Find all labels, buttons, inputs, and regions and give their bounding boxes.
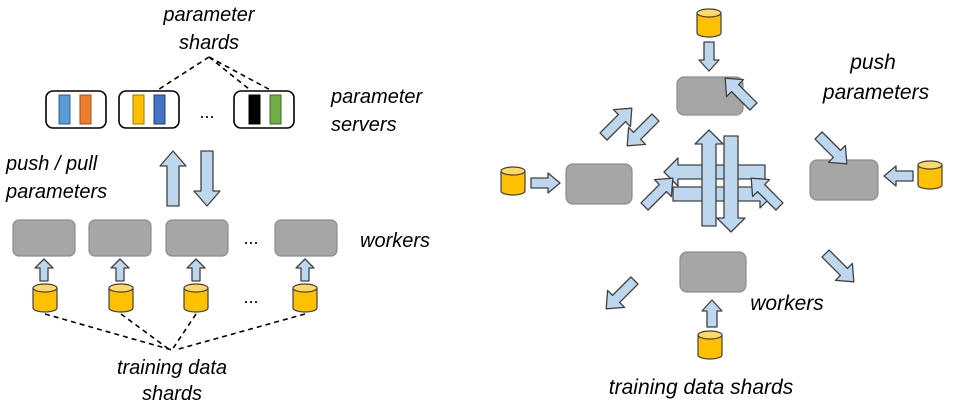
data-link-line — [120, 313, 171, 351]
parameter-shard-block — [248, 94, 261, 125]
data-shard-icon — [500, 166, 526, 196]
worker-node-right — [809, 159, 879, 201]
left-diagram: parameter shards ... parameter servers p… — [5, 4, 430, 405]
data-shard-icon — [292, 283, 318, 313]
worker-node — [88, 219, 152, 257]
data-to-worker-arrow — [295, 258, 315, 282]
data-to-worker-arrow — [34, 258, 54, 282]
data-to-worker-arrow — [883, 165, 914, 187]
data-shard-icon — [32, 283, 58, 313]
workers-label-right: workers — [750, 292, 824, 315]
pull-down-arrow — [193, 150, 221, 207]
parameter-server-3 — [233, 90, 295, 129]
parameter-shard-block — [269, 94, 282, 125]
parameter-shard-block — [58, 94, 71, 125]
parameter-shard-block — [153, 94, 166, 125]
push-pull-label-line2: parameters — [5, 181, 107, 203]
servers-ellipsis: ... — [199, 102, 214, 122]
data-to-worker-arrow — [698, 41, 720, 72]
worker-node — [274, 219, 338, 257]
training-data-shards-label-right: training data shards — [609, 376, 794, 399]
shard-link-line — [208, 56, 255, 94]
right-diagram: push parameters workers training data sh… — [500, 8, 943, 399]
center-arrow-down — [716, 135, 746, 233]
parameter-servers-label-line2: servers — [331, 114, 397, 136]
data-shard-icon — [697, 330, 723, 360]
parameter-server-2 — [118, 90, 180, 129]
data-ellipsis: ... — [243, 287, 258, 307]
push-pull-label-line1: push / pull — [5, 153, 98, 175]
parameter-shard-block — [132, 94, 145, 125]
parameter-shards-label-line2: shards — [179, 32, 239, 54]
shard-link-line — [208, 56, 277, 94]
worker-node-left — [565, 163, 633, 205]
data-to-worker-arrow — [530, 172, 561, 194]
data-shard-icon — [696, 8, 722, 38]
data-shard-icon — [108, 283, 134, 313]
data-to-worker-arrow — [186, 258, 206, 282]
data-shard-icon — [183, 283, 209, 313]
training-data-label-line1: training data — [117, 357, 227, 379]
worker-node-bottom — [679, 251, 747, 293]
data-link-line — [44, 313, 173, 351]
data-link-line — [171, 313, 197, 351]
data-shard-icon — [917, 160, 943, 190]
workers-label-left: workers — [360, 230, 430, 252]
data-to-worker-arrow — [701, 299, 723, 328]
center-arrow-up — [694, 129, 724, 227]
worker-node — [12, 219, 76, 257]
push-parameters-label-line1: push — [849, 51, 896, 74]
diagonal-arrows-top-left — [594, 98, 665, 156]
parameter-shard-block — [79, 94, 92, 125]
push-parameters-label-line2: parameters — [822, 81, 930, 104]
worker-node — [165, 219, 229, 257]
parameter-servers-label-line1: parameter — [330, 86, 423, 108]
data-to-worker-arrow — [110, 258, 130, 282]
push-up-arrow — [159, 150, 187, 207]
parameter-shards-label-line1: parameter — [162, 4, 255, 26]
data-link-line — [174, 313, 306, 351]
parameter-server-1 — [45, 90, 107, 129]
workers-ellipsis: ... — [243, 228, 258, 248]
training-data-label-line2: shards — [142, 383, 202, 405]
shard-link-line — [152, 56, 210, 94]
